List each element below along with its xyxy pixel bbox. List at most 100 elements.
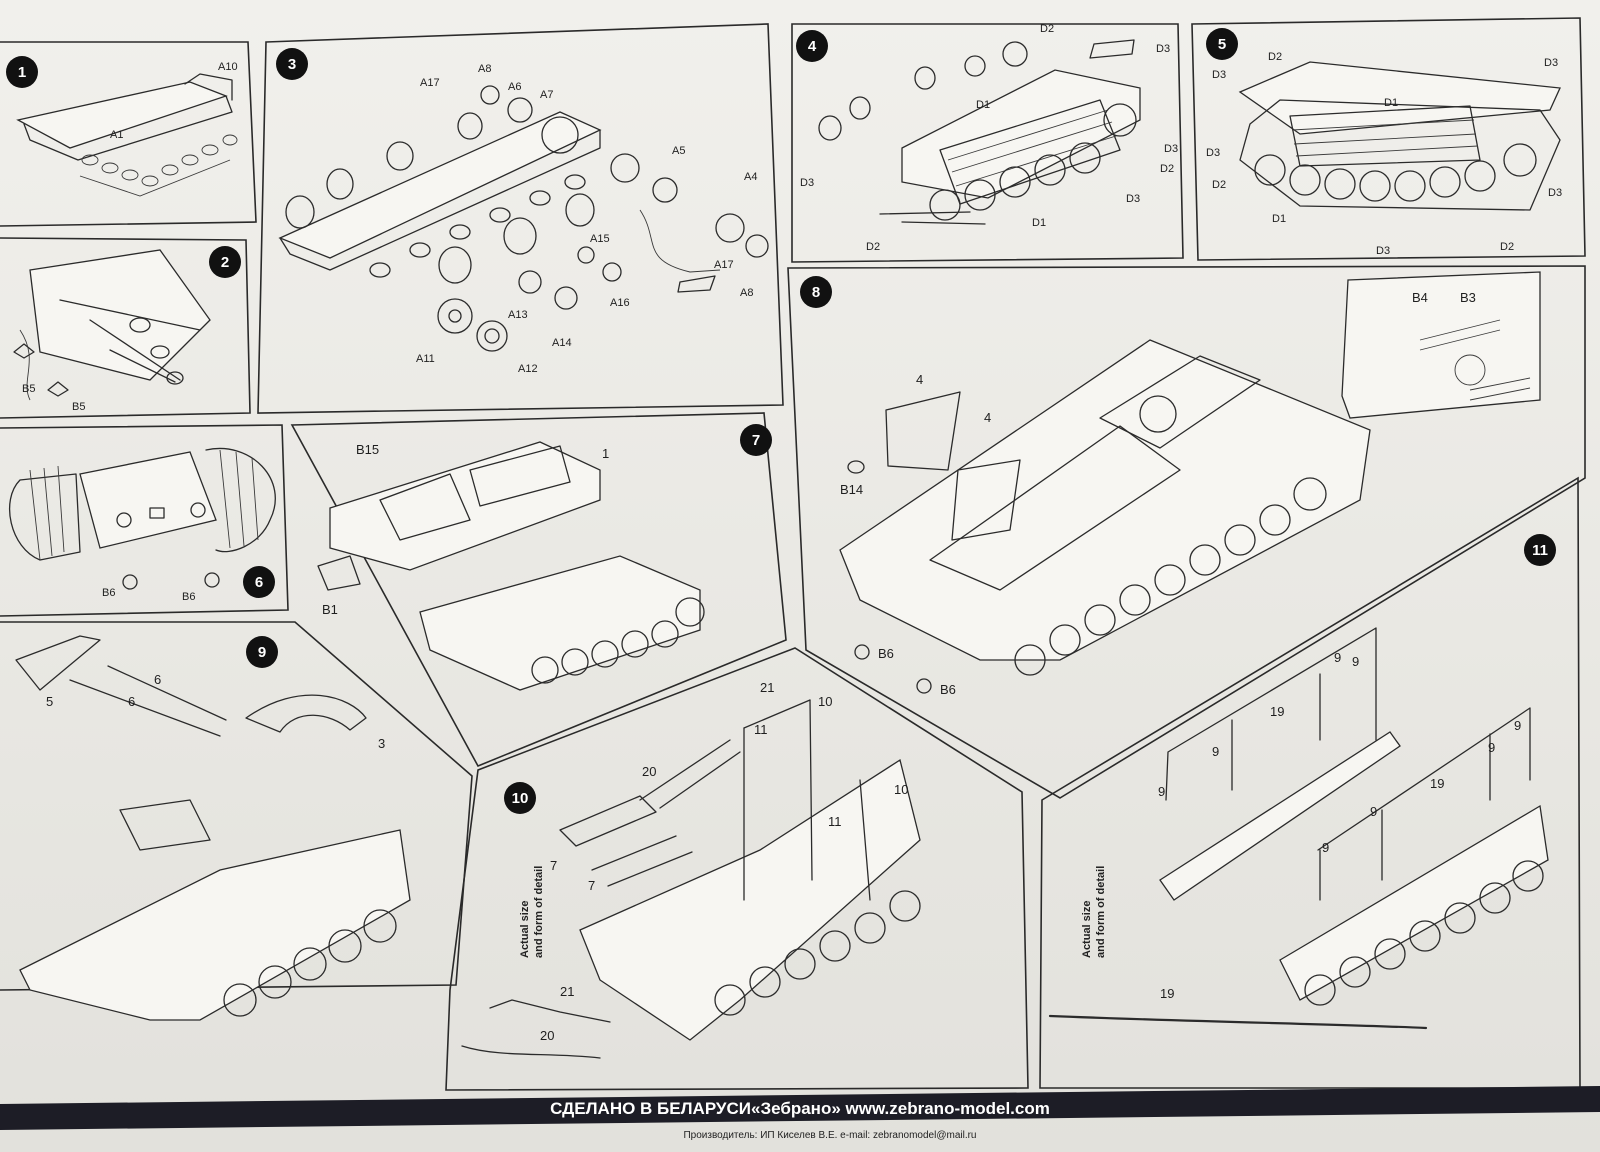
panel-2 (13, 249, 211, 401)
part-label: A4 (744, 171, 757, 183)
panel-10 (461, 699, 921, 1059)
part-label: 19 (1160, 986, 1174, 1001)
part-label: A14 (552, 337, 572, 349)
actual-size-note-line: Actual size (1081, 901, 1093, 958)
part-label: 6 (154, 672, 161, 687)
part-label: B1 (322, 602, 338, 617)
part-label: A17 (420, 77, 440, 89)
part-label: B5 (22, 383, 35, 395)
actual-size-note-10: Actual size and form of detail (519, 866, 545, 958)
panel-9 (15, 635, 411, 1021)
part-label: D1 (976, 99, 990, 111)
part-label: 19 (1430, 776, 1444, 791)
step-6-number: 6 (255, 574, 263, 591)
part-label: 7 (550, 858, 557, 873)
panel-5 (1238, 61, 1561, 211)
part-label: 7 (588, 878, 595, 893)
step-3-number: 3 (288, 56, 296, 73)
part-label: D2 (1268, 51, 1282, 63)
step-badges: 1 2 3 4 5 6 7 8 9 10 11 (6, 28, 1556, 814)
part-label: 9 (1322, 840, 1329, 855)
part-label: A1 (110, 129, 123, 141)
footer-subtitle: Производитель: ИП Киселев В.Е. e-mail: z… (683, 1130, 976, 1141)
part-label: 9 (1352, 654, 1359, 669)
part-label: 11 (828, 814, 842, 829)
part-label: B15 (356, 442, 379, 457)
part-label: A11 (416, 353, 435, 365)
part-label: 3 (378, 736, 385, 751)
part-label: D2 (866, 241, 880, 253)
part-label: D3 (1164, 143, 1178, 155)
step-4-number: 4 (808, 38, 817, 55)
part-label: D2 (1500, 241, 1514, 253)
part-label: D2 (1212, 179, 1226, 191)
part-label: 9 (1370, 804, 1377, 819)
footer: СДЕЛАНО В БЕЛАРУСИ«Зебрано» www.zebrano-… (0, 1086, 1600, 1141)
part-label: D3 (1212, 69, 1226, 81)
panel-1 (16, 73, 238, 197)
part-label: 11 (754, 722, 768, 737)
part-label: 4 (984, 410, 991, 425)
part-label: D3 (1126, 193, 1140, 205)
part-label: 9 (1212, 744, 1219, 759)
step-11-number: 11 (1532, 542, 1548, 559)
part-label: 21 (760, 680, 774, 695)
part-label: B5 (72, 401, 85, 413)
part-label: A16 (610, 297, 630, 309)
step-9-number: 9 (258, 644, 266, 661)
part-label: 9 (1488, 740, 1495, 755)
part-label: 1 (602, 446, 609, 461)
part-label: B3 (1460, 290, 1476, 305)
part-label: A8 (740, 287, 753, 299)
part-label: 10 (894, 782, 908, 797)
part-label: 9 (1334, 650, 1341, 665)
part-label: A13 (508, 309, 528, 321)
panel-3 (278, 85, 769, 352)
part-label: B6 (878, 646, 894, 661)
part-label: D2 (1160, 163, 1174, 175)
step-2-number: 2 (221, 254, 229, 271)
part-label: B14 (840, 482, 863, 497)
part-label: A5 (672, 145, 685, 157)
part-label: 20 (642, 764, 656, 779)
actual-size-note-line: Actual size (519, 901, 531, 958)
part-label: D2 (1040, 23, 1054, 35)
actual-size-note-11: Actual size and form of detail (1081, 866, 1107, 958)
panel-7 (317, 441, 705, 691)
part-label: 4 (916, 372, 923, 387)
part-label: B6 (182, 591, 195, 603)
actual-size-note-line: and form of detail (533, 866, 545, 958)
part-label: A7 (540, 89, 553, 101)
panel-8 (839, 271, 1541, 694)
part-label: 9 (1158, 784, 1165, 799)
panel-6 (8, 447, 276, 590)
part-label: D1 (1032, 217, 1046, 229)
part-label: D3 (1548, 187, 1562, 199)
part-label: D3 (1376, 245, 1390, 257)
step-8-number: 8 (812, 284, 820, 301)
step-1-number: 1 (18, 64, 26, 81)
part-label: 19 (1270, 704, 1284, 719)
actual-size-note-line: and form of detail (1095, 866, 1107, 958)
part-label: B6 (940, 682, 956, 697)
part-label: 10 (818, 694, 832, 709)
part-label: D3 (800, 177, 814, 189)
panel-4 (818, 39, 1141, 225)
part-label: D3 (1544, 57, 1558, 69)
part-label: D3 (1156, 43, 1170, 55)
panel-frames (0, 17, 1586, 1091)
part-label: D1 (1272, 213, 1286, 225)
part-labels: A10 A1 B5 B5 A17 A8 A6 A7 A5 A4 A15 A16 … (22, 23, 1562, 1043)
part-label: 5 (46, 694, 53, 709)
part-label: A17 (714, 259, 734, 271)
part-label: 6 (128, 694, 135, 709)
part-label: 9 (1514, 718, 1521, 733)
panel-11 (1048, 627, 1549, 1030)
footer-title: СДЕЛАНО В БЕЛАРУСИ«Зебрано» www.zebrano-… (550, 1099, 1050, 1118)
part-label: A12 (518, 363, 538, 375)
part-label: B6 (102, 587, 115, 599)
part-label: B4 (1412, 290, 1428, 305)
part-label: A15 (590, 233, 610, 245)
